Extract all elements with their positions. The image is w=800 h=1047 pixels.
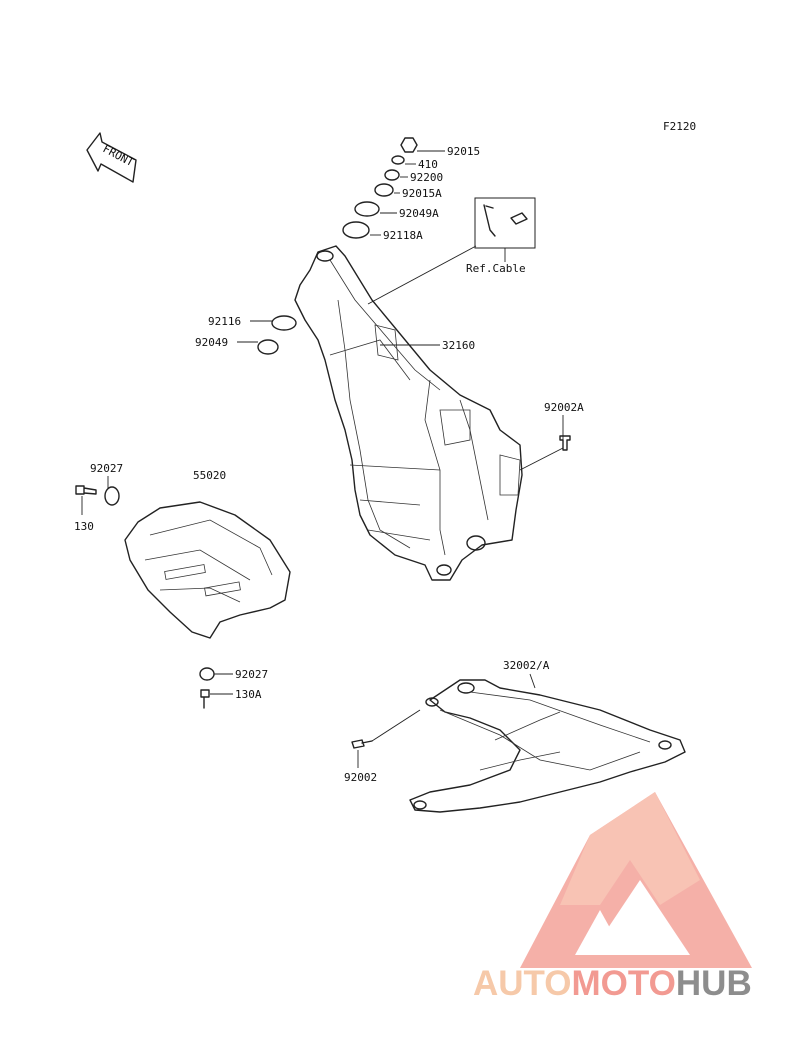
callout-92002: 92002 (344, 771, 377, 784)
bolt-130-collar-92027 (75, 476, 120, 515)
main-frame-32160 (294, 245, 523, 581)
sub-frame-32002A (409, 673, 686, 813)
callout-55020: 55020 (193, 469, 226, 482)
callout-92049: 92049 (195, 336, 228, 349)
watermark-logo (520, 792, 752, 968)
bolt-92002A (559, 435, 571, 451)
diagram-code: F2120 (663, 120, 696, 133)
callout-92015A: 92015A (402, 187, 442, 200)
leader-lines (237, 150, 564, 471)
front-arrow-label: FRONT (101, 142, 137, 169)
watermark-text: AUTOMOTOHUB (473, 964, 752, 1003)
callout-92118A: 92118A (383, 229, 423, 242)
bolt-92002 (351, 709, 421, 768)
callout-410: 410 (418, 158, 438, 171)
callout-130: 130 (74, 520, 94, 533)
callout-92027-upper: 92027 (90, 462, 123, 475)
watermark-auto: AUTO (473, 964, 572, 1003)
callout-92015: 92015 (447, 145, 480, 158)
ref-cable-box (474, 197, 536, 262)
callout-32002A: 32002/A (503, 659, 550, 672)
callout-92116: 92116 (208, 315, 241, 328)
callout-92027-lower: 92027 (235, 668, 268, 681)
callout-32160: 32160 (442, 339, 475, 352)
watermark-hub: HUB (676, 964, 752, 1003)
callout-130A: 130A (235, 688, 262, 701)
ref-cable-label: Ref.Cable (466, 262, 526, 275)
callout-92200: 92200 (410, 171, 443, 184)
skid-plate-55020 (124, 501, 291, 639)
callout-92049A: 92049A (399, 207, 439, 220)
bolt-130A-collar-92027 (199, 667, 233, 709)
watermark-moto: MOTO (572, 964, 676, 1003)
front-arrow-icon: FRONT (86, 132, 137, 183)
callout-92002A: 92002A (544, 401, 584, 414)
steering-stem-parts (257, 137, 418, 355)
